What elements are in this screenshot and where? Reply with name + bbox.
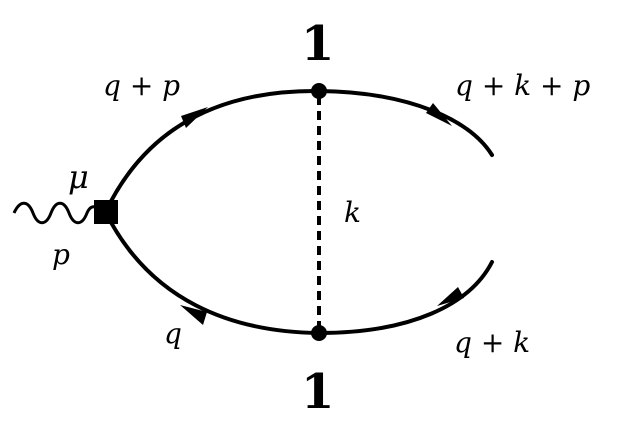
label-external-index: μ (68, 158, 89, 196)
label-top-right-momentum: q + k + p (455, 69, 590, 102)
lower-propagator (104, 211, 494, 336)
label-bottom-vertex: 1 (301, 364, 334, 420)
insertion-vertex-square (94, 200, 118, 224)
arrow-bottom-right (437, 287, 464, 306)
label-internal-momentum: k (344, 196, 361, 229)
arrow-bottom-left (180, 305, 207, 325)
label-top-left-momentum: q + p (103, 69, 180, 102)
bottom-vertex-dot (311, 325, 327, 341)
label-top-vertex: 1 (301, 16, 334, 72)
label-bottom-left-momentum: q (164, 317, 182, 350)
arrow-top-left (181, 107, 208, 128)
top-vertex-dot (311, 83, 327, 99)
label-bottom-right-momentum: q + k (454, 326, 530, 359)
arrow-top-right (426, 103, 452, 126)
external-wavy-line (12, 201, 102, 225)
label-external-momentum: p (52, 238, 70, 271)
